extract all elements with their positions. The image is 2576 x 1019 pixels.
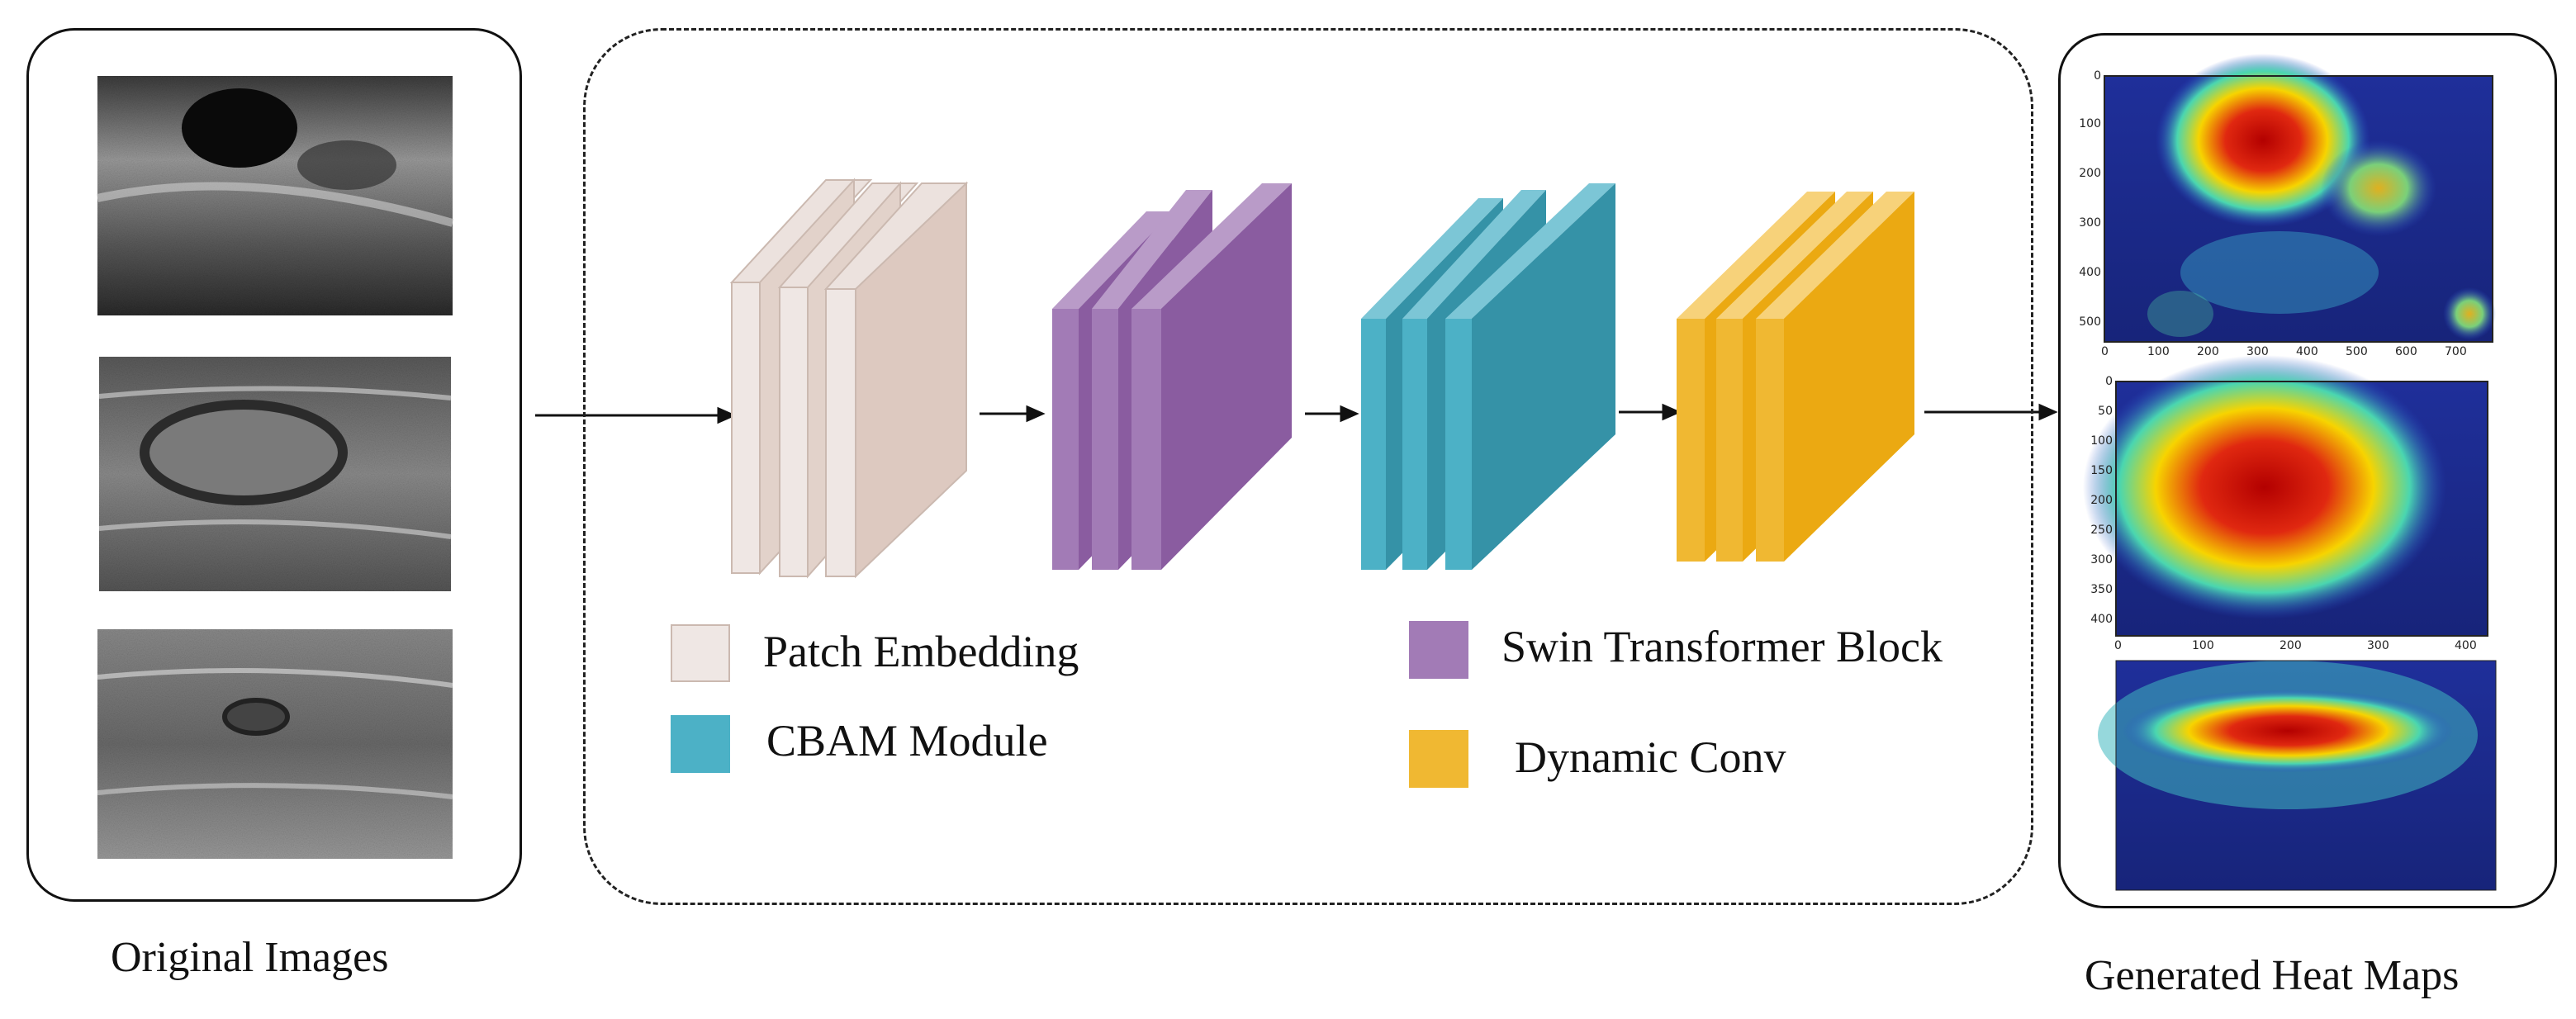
- x-tick: 500: [2346, 345, 2368, 358]
- ultrasound-image-3: [97, 629, 453, 859]
- x-tick: 600: [2395, 345, 2417, 358]
- y-tick: 350: [2090, 583, 2113, 596]
- caption-generated-heat-maps: Generated Heat Maps: [2085, 952, 2460, 999]
- x-tick: 300: [2246, 345, 2269, 358]
- legend-swatch-patch-embedding: [671, 624, 730, 682]
- ultrasound-image-2: [98, 357, 452, 591]
- x-tick: 300: [2367, 639, 2389, 652]
- y-tick: 100: [2079, 117, 2101, 130]
- x-tick: 100: [2147, 345, 2170, 358]
- legend-swatch-cbam-module: [671, 715, 730, 773]
- cbam-module-blocks: [1361, 183, 1615, 570]
- x-tick: 0: [2114, 639, 2122, 652]
- legend-swatch-swin-block: [1409, 621, 1468, 679]
- heat-map-1: [2104, 54, 2496, 343]
- x-tick: 200: [2197, 345, 2219, 358]
- y-tick: 200: [2090, 494, 2113, 507]
- legend-swatch-dynamic-conv: [1409, 730, 1468, 788]
- model-architecture-panel: [583, 28, 2033, 905]
- y-tick: 300: [2090, 553, 2113, 566]
- heat-map-2: [2083, 355, 2488, 637]
- y-tick: 200: [2079, 167, 2101, 180]
- original-images-panel: [26, 28, 522, 902]
- caption-original-images: Original Images: [111, 934, 389, 981]
- x-tick: 100: [2192, 639, 2214, 652]
- y-tick: 400: [2079, 266, 2101, 279]
- heat-map-1-x-ticks: 0 100 200 300 400 500 600 700: [2098, 345, 2494, 362]
- dynamic-conv-blocks: [1677, 192, 1914, 562]
- x-tick: 700: [2445, 345, 2467, 358]
- x-tick: 200: [2279, 639, 2302, 652]
- y-tick: 400: [2090, 613, 2113, 626]
- y-tick: 0: [2094, 69, 2101, 83]
- y-tick: 150: [2090, 464, 2113, 477]
- legend-label-dynamic-conv: Dynamic Conv: [1515, 732, 1786, 782]
- swin-transformer-blocks: [1052, 183, 1292, 570]
- patch-embedding-blocks: [729, 178, 969, 579]
- y-tick: 0: [2105, 375, 2113, 388]
- x-tick: 400: [2455, 639, 2477, 652]
- x-tick: 400: [2296, 345, 2318, 358]
- heat-map-3: [2098, 660, 2497, 891]
- x-tick: 0: [2101, 345, 2109, 358]
- y-tick: 250: [2090, 524, 2113, 537]
- heat-map-1-y-ticks: 0 100 200 300 400 500: [2073, 69, 2101, 342]
- y-tick: 500: [2079, 315, 2101, 329]
- heat-maps-panel: [2058, 33, 2557, 908]
- flow-arrows: [535, 403, 2058, 424]
- legend-label-patch-embedding: Patch Embedding: [763, 627, 1079, 676]
- legend-label-swin-block: Swin Transformer Block: [1501, 622, 1943, 671]
- legend-label-cbam-module: CBAM Module: [766, 716, 1048, 765]
- y-tick: 300: [2079, 216, 2101, 230]
- ultrasound-image-1: [96, 76, 454, 315]
- y-tick: 50: [2098, 405, 2113, 418]
- heat-map-2-y-ticks: 0 50 100 150 200 250 300 350 400: [2078, 375, 2113, 636]
- y-tick: 100: [2090, 434, 2113, 448]
- heat-map-2-x-ticks: 0 100 200 300 400: [2111, 639, 2491, 656]
